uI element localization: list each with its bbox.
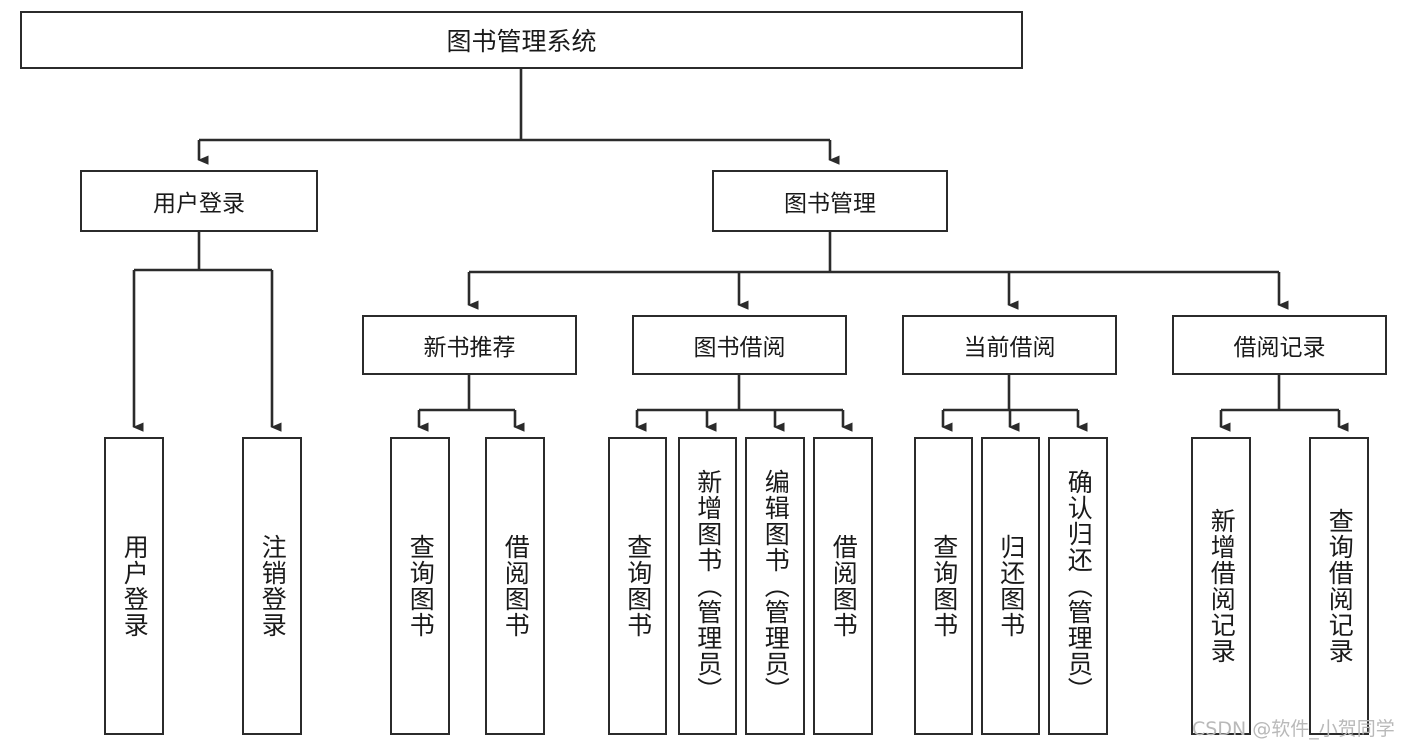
leaf-logout[interactable]: 注销登录	[242, 437, 302, 735]
leaf-user-login[interactable]: 用户登录	[104, 437, 164, 735]
leaf-edit-book-admin-label: 编辑图书（管理员）	[761, 469, 791, 703]
node-new-book-recommend-label: 新书推荐	[423, 335, 516, 361]
node-user-login[interactable]: 用户登录	[80, 170, 318, 232]
node-borrow-record-label: 借阅记录	[1233, 335, 1326, 361]
leaf-query-borrow-record[interactable]: 查询借阅记录	[1309, 437, 1369, 735]
leaf-add-book-admin[interactable]: 新增图书（管理员）	[678, 437, 737, 735]
leaf-return-book[interactable]: 归还图书	[981, 437, 1040, 735]
node-book-management-label: 图书管理	[784, 191, 876, 217]
watermark-text: CSDN @软件_小贺同学	[1192, 718, 1395, 740]
node-book-management[interactable]: 图书管理	[712, 170, 948, 232]
node-root-label: 图书管理系统	[446, 27, 597, 56]
leaf-query-borrow-record-label: 查询借阅记录	[1325, 508, 1355, 664]
leaf-logout-label: 注销登录	[258, 534, 288, 638]
leaf-query-book-borrow[interactable]: 查询图书	[608, 437, 667, 735]
leaf-query-book-current[interactable]: 查询图书	[914, 437, 973, 735]
leaf-user-login-label: 用户登录	[120, 534, 150, 638]
leaf-confirm-return-admin-label: 确认归还（管理员）	[1064, 469, 1094, 703]
node-book-borrow-label: 图书借阅	[693, 335, 786, 361]
leaf-query-book-current-label: 查询图书	[929, 534, 959, 638]
leaf-borrow-book-label: 借阅图书	[829, 534, 859, 638]
leaf-edit-book-admin[interactable]: 编辑图书（管理员）	[745, 437, 805, 735]
node-current-borrow[interactable]: 当前借阅	[902, 315, 1117, 375]
leaf-return-book-label: 归还图书	[996, 534, 1026, 638]
leaf-add-book-admin-label: 新增图书（管理员）	[693, 469, 723, 703]
node-new-book-recommend[interactable]: 新书推荐	[362, 315, 577, 375]
node-current-borrow-label: 当前借阅	[963, 335, 1056, 361]
leaf-add-borrow-record-label: 新增借阅记录	[1207, 508, 1237, 664]
leaf-borrow-book-rec-label: 借阅图书	[501, 534, 531, 638]
leaf-borrow-book[interactable]: 借阅图书	[813, 437, 873, 735]
node-user-login-label: 用户登录	[153, 191, 245, 217]
leaf-confirm-return-admin[interactable]: 确认归还（管理员）	[1048, 437, 1108, 735]
leaf-query-book-rec-label: 查询图书	[406, 534, 436, 638]
leaf-add-borrow-record[interactable]: 新增借阅记录	[1191, 437, 1251, 735]
node-root[interactable]: 图书管理系统	[20, 11, 1023, 69]
leaf-borrow-book-rec[interactable]: 借阅图书	[485, 437, 545, 735]
leaf-query-book-borrow-label: 查询图书	[623, 534, 653, 638]
node-book-borrow[interactable]: 图书借阅	[632, 315, 847, 375]
node-borrow-record[interactable]: 借阅记录	[1172, 315, 1387, 375]
leaf-query-book-rec[interactable]: 查询图书	[390, 437, 450, 735]
